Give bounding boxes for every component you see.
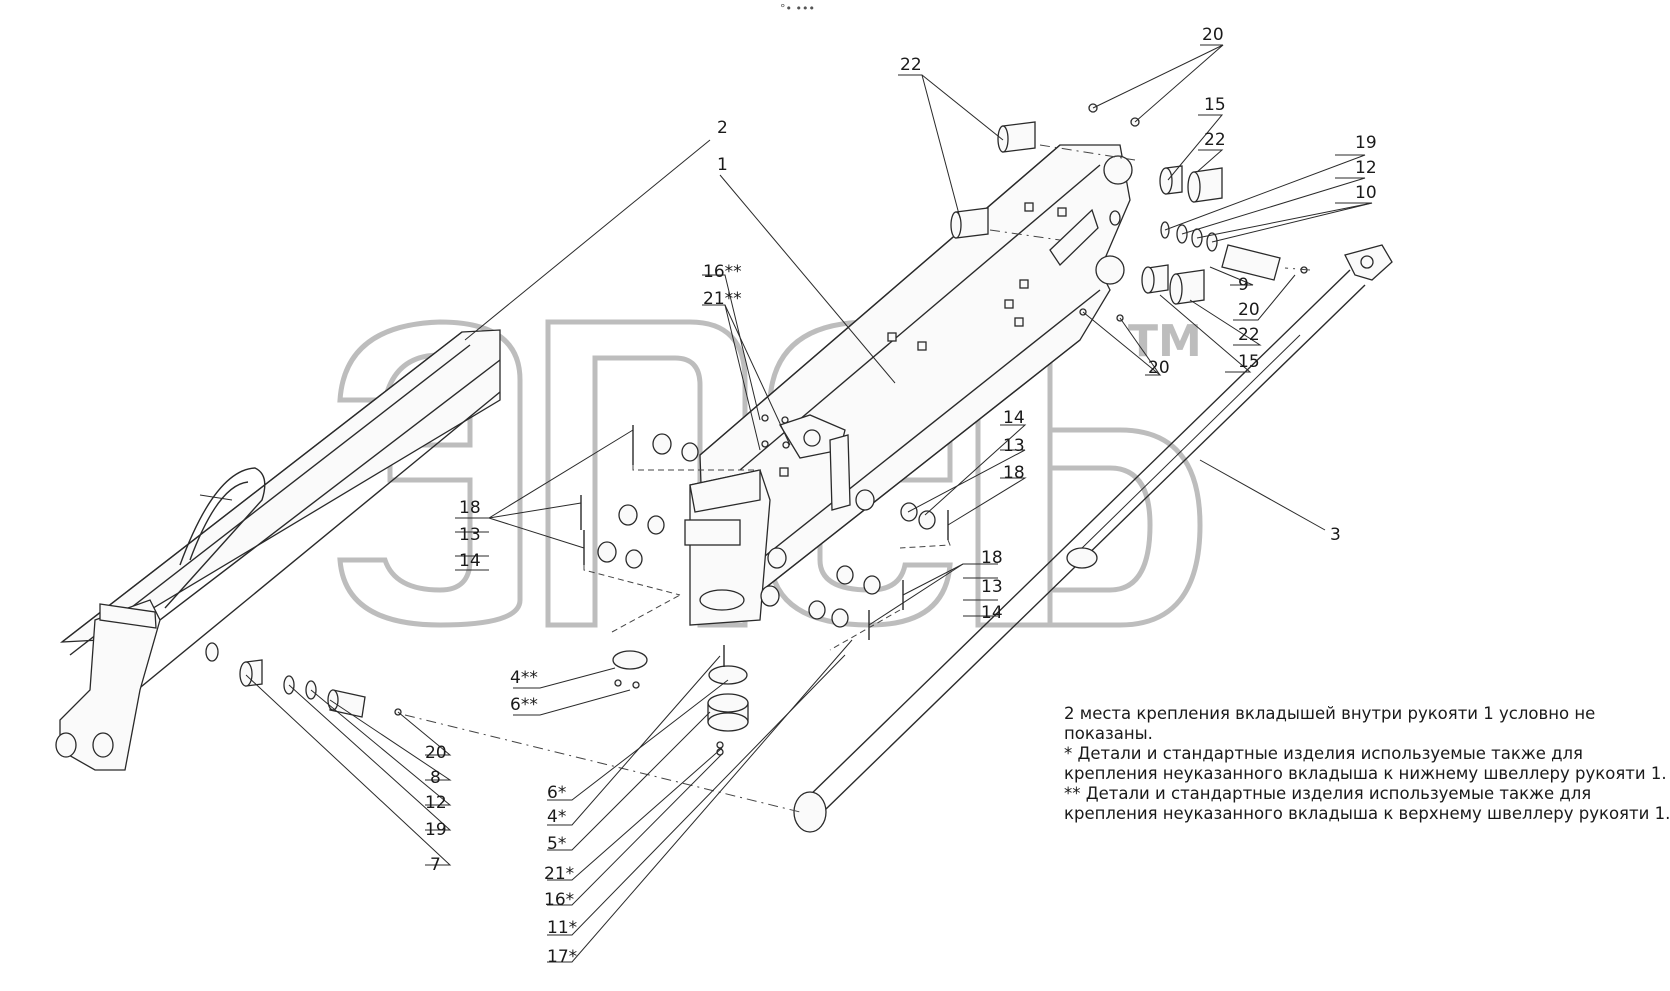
- label-part-20-bottom: 20: [425, 743, 447, 763]
- label-part-7: 7: [430, 855, 441, 875]
- note-line-6: крепления неуказанного вкладыша к верхне…: [1064, 804, 1670, 823]
- note-line-4: крепления неуказанного вкладыша к нижнем…: [1064, 764, 1667, 783]
- label-part-12-bottom: 12: [425, 793, 447, 813]
- label-part-21-double: 21**: [703, 289, 742, 309]
- label-part-16-double: 16**: [703, 262, 742, 282]
- note-line-5: ** Детали и стандартные изделия использу…: [1064, 784, 1592, 803]
- leader-lines: [245, 44, 1373, 963]
- label-part-21-single: 21*: [544, 864, 574, 884]
- label-part-13-a: 13: [1003, 436, 1025, 456]
- label-part-8: 8: [430, 768, 441, 788]
- label-part-19-top: 19: [1355, 133, 1377, 153]
- arm-part-1: [684, 144, 1133, 626]
- label-part-10: 10: [1355, 183, 1377, 203]
- label-part-15-top: 15: [1204, 95, 1226, 115]
- label-part-6-single: 6*: [547, 783, 566, 803]
- boom-part-2: [55, 329, 501, 771]
- label-part-14-a: 14: [1003, 408, 1025, 428]
- label-part-4-double: 4**: [510, 668, 538, 688]
- label-part-9: 9: [1238, 275, 1249, 295]
- label-part-13-b: 13: [459, 525, 481, 545]
- cylinder-part-3: [793, 244, 1393, 833]
- discs-lower: [612, 645, 749, 756]
- label-part-15-mid: 15: [1238, 352, 1260, 372]
- label-part-11-single: 11*: [547, 918, 577, 938]
- label-part-18-a: 18: [1003, 463, 1025, 483]
- label-part-18-b: 18: [459, 498, 481, 518]
- note-line-2: показаны.: [1064, 724, 1153, 743]
- label-part-22-right: 22: [1204, 130, 1226, 150]
- note-line-3: * Детали и стандартные изделия используе…: [1064, 744, 1583, 763]
- exploded-assembly-drawing: TM: [55, 25, 1393, 967]
- label-part-19-bottom: 19: [425, 820, 447, 840]
- label-part-18-c: 18: [981, 548, 1003, 568]
- note-line-1: 2 места крепления вкладышей внутри рукоя…: [1064, 704, 1596, 723]
- label-part-20-low: 20: [1148, 358, 1170, 378]
- label-part-14-c: 14: [981, 603, 1003, 623]
- label-part-6-double: 6**: [510, 695, 538, 715]
- label-part-20-top: 20: [1202, 25, 1224, 45]
- pin-group-lower-left: [239, 659, 402, 718]
- label-part-12-top: 12: [1355, 158, 1377, 178]
- label-part-4-single: 4*: [547, 807, 566, 827]
- header-mark: °• •••: [780, 2, 815, 15]
- label-part-13-c: 13: [981, 577, 1003, 597]
- label-part-1: 1: [717, 155, 728, 175]
- label-part-3: 3: [1330, 525, 1341, 545]
- callout-labels: 2 1 3 20 22 15 22 19 12 10 9 20 22 15 20…: [425, 25, 1377, 967]
- label-part-16-single: 16*: [544, 890, 574, 910]
- label-part-5-single: 5*: [547, 834, 566, 854]
- label-part-17-single: 17*: [547, 947, 577, 967]
- label-part-2: 2: [717, 118, 728, 138]
- label-part-14-b: 14: [459, 551, 481, 571]
- center-lines: [404, 144, 1311, 813]
- label-part-22-mid: 22: [1238, 325, 1260, 345]
- label-part-22-top: 22: [900, 55, 922, 75]
- label-part-20-mid: 20: [1238, 300, 1260, 320]
